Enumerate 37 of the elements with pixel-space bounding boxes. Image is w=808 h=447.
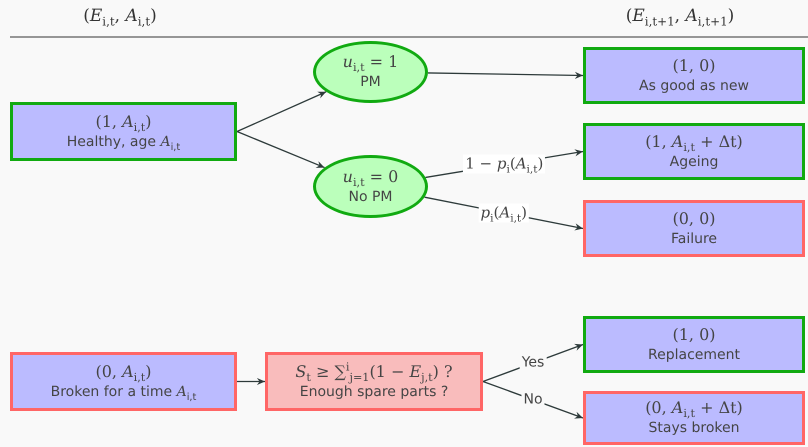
state-description: Failure	[670, 230, 718, 248]
condition-box	[265, 352, 483, 411]
state-formula: (1, A$_{i,t}$)	[95, 112, 152, 132]
state-formula: (0, A$_{i,t}$ + Δt)	[645, 398, 743, 418]
state-formula: (1, A$_{i,t}$ + Δt)	[645, 132, 743, 152]
arrow	[428, 72, 583, 79]
state-description: Broken for a time A$_{i,t}$	[50, 382, 196, 402]
arrow	[482, 380, 584, 419]
column-heading: (E$_{i,t}$, A$_{i,t}$)	[83, 6, 157, 26]
state-box	[583, 200, 805, 257]
edge-label: p$_{i}$(A$_{i,t}$)	[478, 203, 529, 222]
arrow	[236, 91, 326, 132]
state-formula: (1, 0)	[672, 324, 716, 344]
state-box	[583, 316, 805, 373]
state-formula: u$_{i,t}$ = 1	[342, 52, 398, 72]
state-description: Enough spare parts ?	[300, 384, 448, 402]
state-description: No PM	[348, 188, 392, 206]
state-description: Healthy, age A$_{i,t}$	[66, 132, 180, 152]
arrow	[237, 378, 265, 386]
state-description: As good as new	[639, 76, 749, 96]
state-box	[583, 391, 805, 445]
state-box	[583, 123, 805, 180]
column-heading: (E$_{i,t+1}$, A$_{i,t+1}$)	[626, 6, 734, 26]
state-description: Ageing	[670, 152, 718, 172]
arrow	[236, 130, 325, 168]
state-formula: u$_{i,t}$ = 0	[342, 166, 398, 186]
state-box	[10, 102, 237, 161]
edge-label: 1 − p$_{i}$(A$_{i,t}$)	[463, 154, 546, 174]
state-description: Stays broken	[648, 419, 740, 438]
state-formula: (1, 0)	[672, 56, 716, 76]
state-formula: S$_{t}$ ≥ ∑$^{i}$$_{j=1}$(1 − E$_{j,t}$) ?	[295, 362, 453, 382]
state-formula: (0, 0)	[672, 208, 716, 228]
state-description: Replacement	[648, 346, 740, 364]
state-box	[583, 47, 805, 104]
state-box	[10, 352, 237, 411]
state-description: PM	[360, 73, 381, 92]
state-formula: (0, A$_{i,t}$)	[95, 362, 152, 382]
